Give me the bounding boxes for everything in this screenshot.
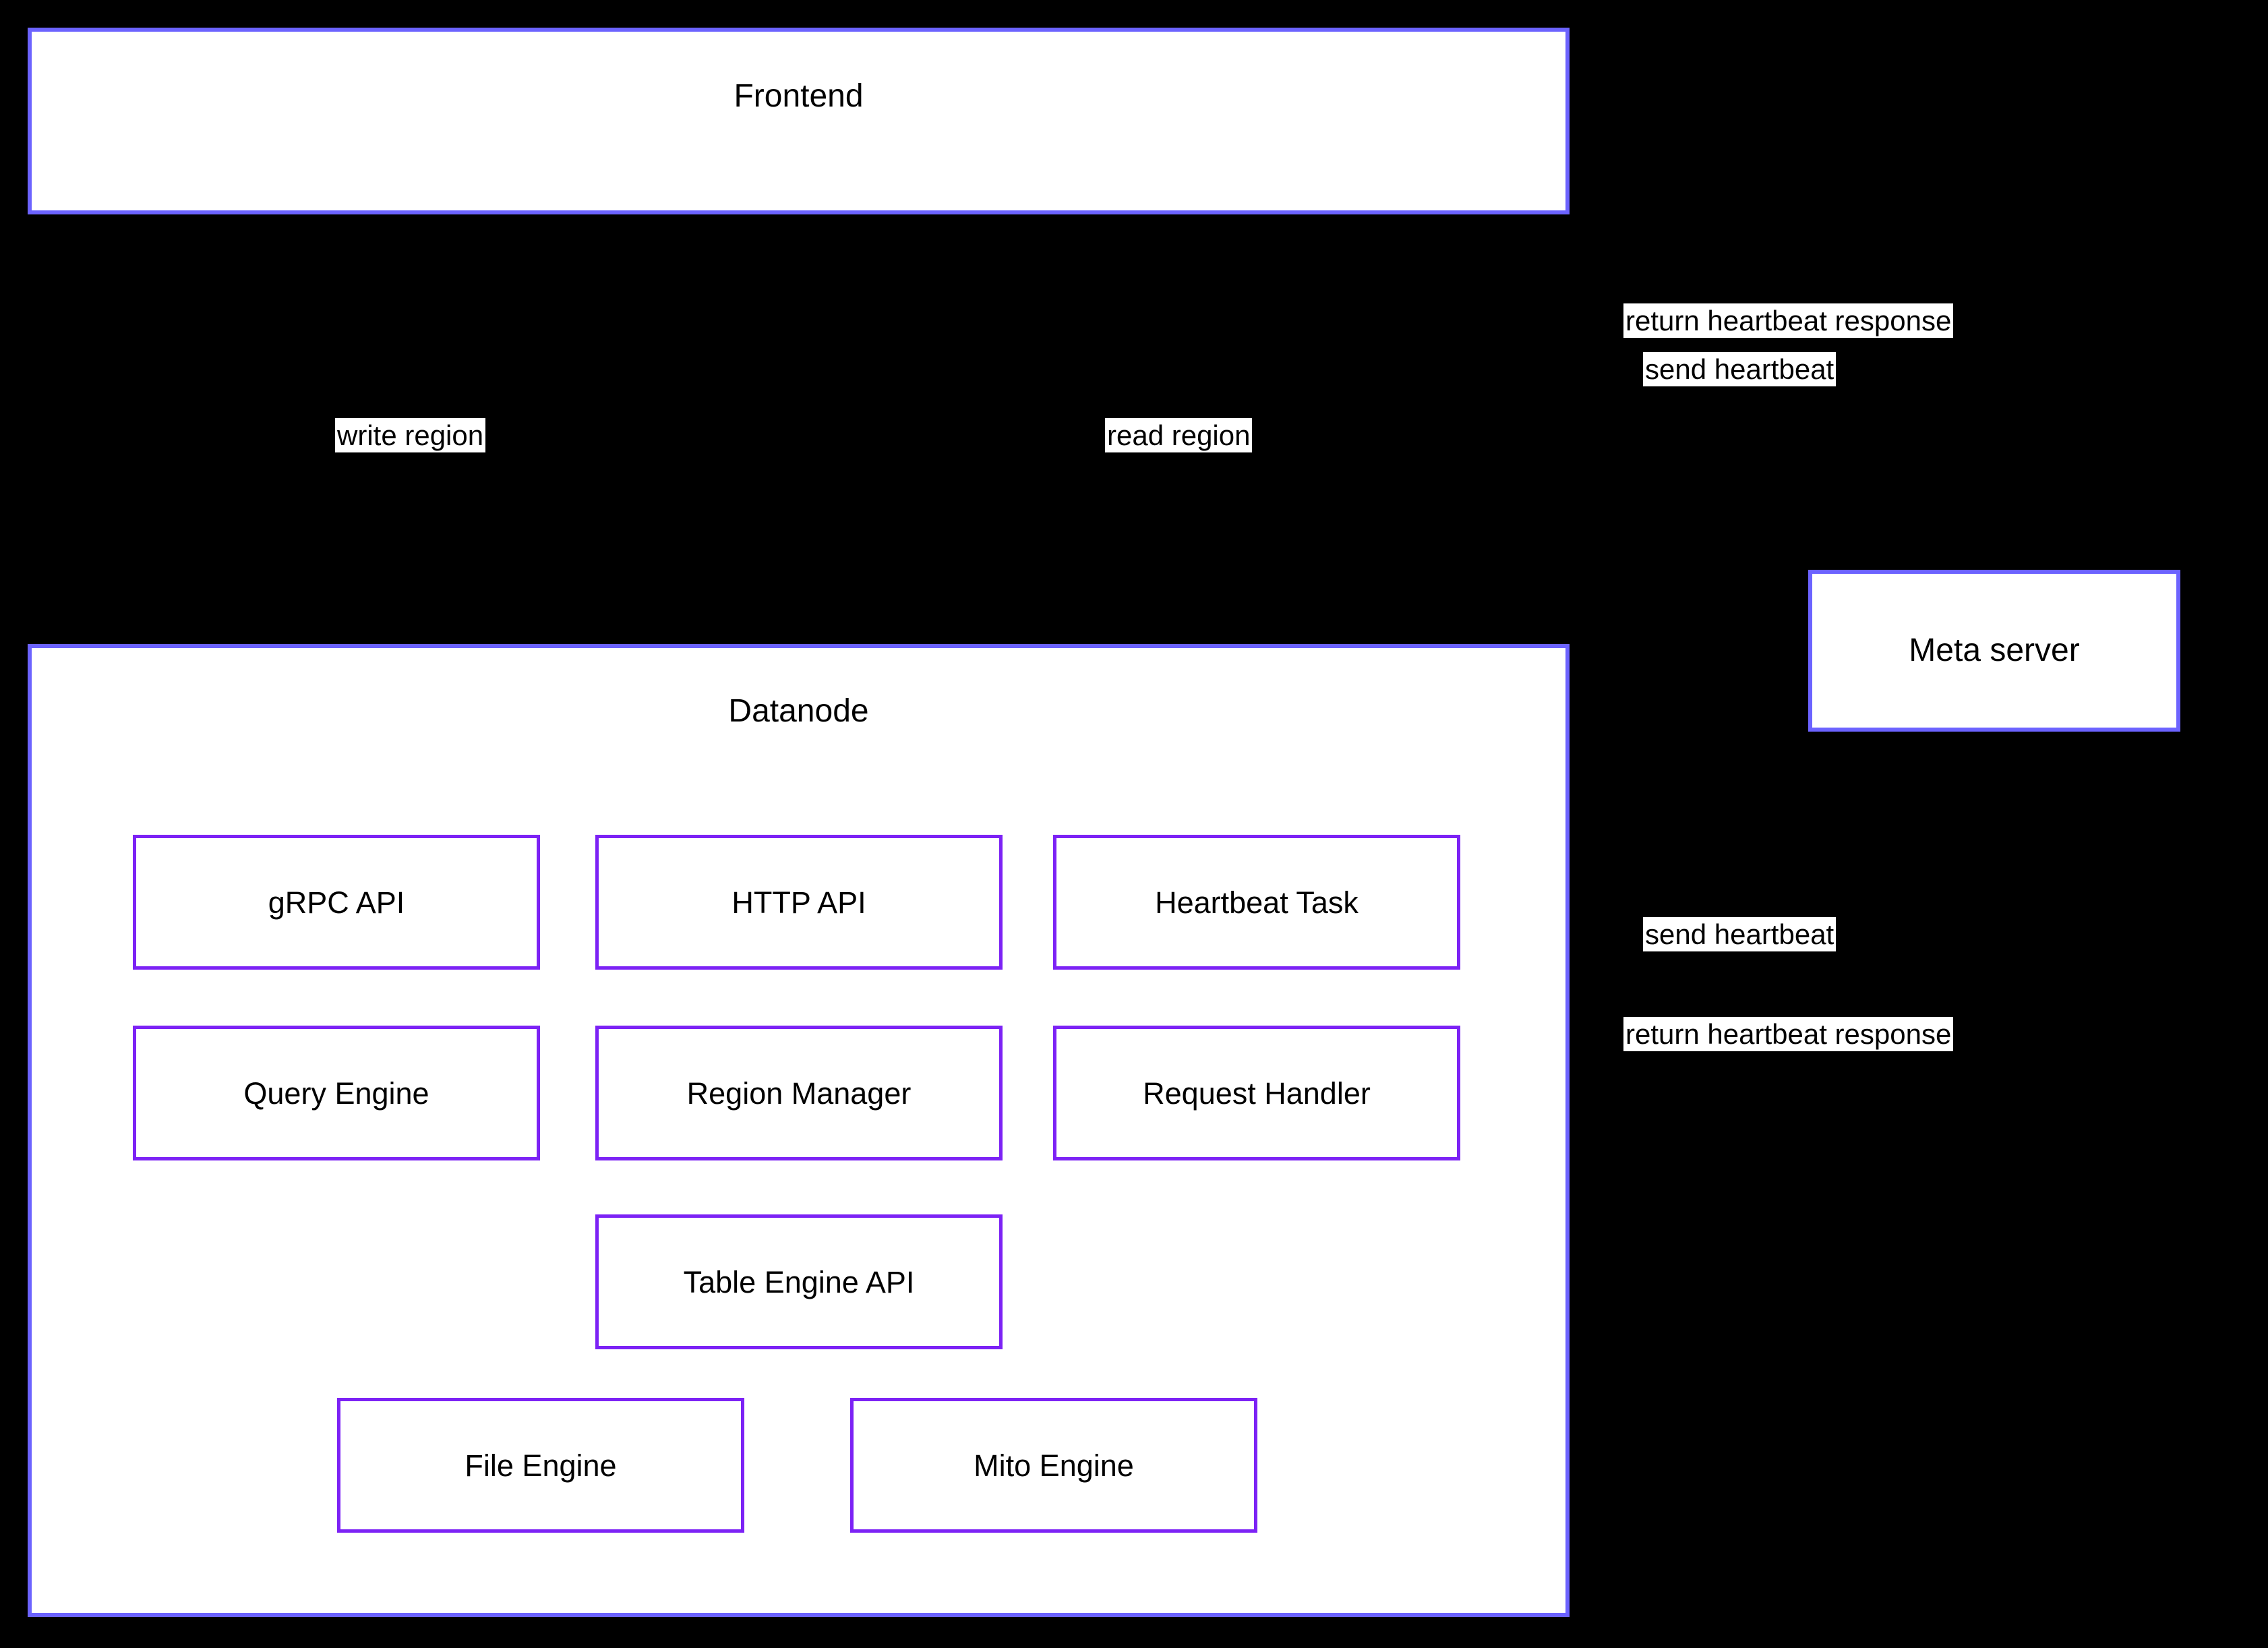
component-query-engine[interactable]: Query Engine [133, 1026, 540, 1160]
component-query-engine-label: Query Engine [243, 1076, 429, 1111]
component-mito-engine-label: Mito Engine [974, 1448, 1134, 1483]
component-table-engine-api-label: Table Engine API [683, 1264, 915, 1299]
component-region-manager-label: Region Manager [686, 1076, 912, 1111]
component-file-engine[interactable]: File Engine [337, 1398, 744, 1533]
container-meta-server[interactable]: Meta server [1808, 570, 2180, 732]
component-request-handler[interactable]: Request Handler [1053, 1026, 1460, 1160]
edge-label-dn-send-heartbeat: send heartbeat [1643, 917, 1837, 952]
container-frontend-label: Frontend [734, 78, 864, 114]
component-heartbeat-task[interactable]: Heartbeat Task [1053, 835, 1460, 970]
component-http-api-label: HTTP API [732, 885, 866, 920]
edge-label-fe-send-heartbeat: send heartbeat [1643, 352, 1837, 387]
edge-label-read-region: read region [1105, 418, 1253, 453]
edge-fe-send-heartbeat-tail [1818, 377, 1866, 572]
container-frontend[interactable]: Frontend [28, 28, 1570, 214]
container-meta-server-label: Meta server [1909, 632, 2080, 668]
component-grpc-api-label: gRPC API [268, 885, 405, 920]
component-http-api[interactable]: HTTP API [595, 835, 1003, 970]
component-region-manager[interactable]: Region Manager [595, 1026, 1003, 1160]
component-table-engine-api[interactable]: Table Engine API [595, 1214, 1003, 1349]
edge-label-dn-return-heartbeat: return heartbeat response [1623, 1017, 1954, 1052]
component-mito-engine[interactable]: Mito Engine [850, 1398, 1257, 1533]
edge-label-fe-return-heartbeat: return heartbeat response [1623, 303, 1954, 339]
component-file-engine-label: File Engine [465, 1448, 617, 1483]
component-heartbeat-task-label: Heartbeat Task [1155, 885, 1359, 920]
edge-label-write-region: write region [335, 418, 486, 453]
container-datanode-label: Datanode [728, 693, 869, 729]
component-grpc-api[interactable]: gRPC API [133, 835, 540, 970]
component-request-handler-label: Request Handler [1143, 1076, 1371, 1111]
